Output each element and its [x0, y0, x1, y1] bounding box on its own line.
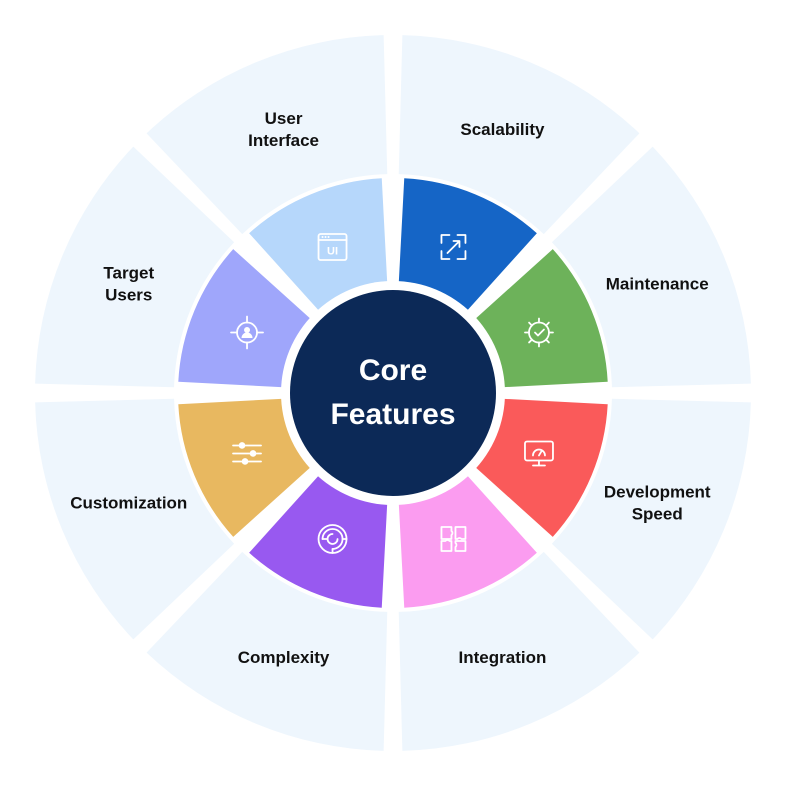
outer-segment-complexity: [146, 551, 388, 751]
maze-icon: [317, 524, 348, 554]
label-target-users-line-1: Target: [103, 264, 154, 283]
gear-check-icon: [524, 317, 554, 348]
outer-segment-maintenance: [551, 146, 751, 388]
center-title-line-2: Features: [330, 398, 455, 431]
label-complexity: Complexity: [238, 648, 330, 667]
label-scalability: Scalability: [460, 120, 545, 139]
target-user-icon: [230, 315, 264, 350]
inner-segment-development-speed: [467, 398, 608, 537]
label-integration: Integration: [459, 648, 547, 667]
puzzle-icon: [440, 526, 467, 552]
inner-segment-integration: [398, 467, 537, 608]
label-customization: Customization: [70, 493, 187, 512]
label-user-interface-line-2: Interface: [248, 131, 319, 150]
inner-segment-target-users: [178, 249, 319, 388]
label-development-speed-line-1: Development: [604, 482, 711, 501]
outer-ring: [35, 35, 751, 751]
label-maintenance: Maintenance: [606, 275, 709, 294]
outer-segment-integration: [398, 551, 640, 751]
outer-segment-customization: [35, 398, 235, 640]
ui-window-icon-text: UI: [327, 246, 338, 258]
sliders-icon: [232, 442, 262, 465]
label-user-interface-line-1: User: [265, 109, 303, 128]
center-hub: [290, 290, 496, 496]
expand-arrow-icon: [440, 234, 467, 260]
outer-segment-user-interface: [146, 35, 388, 235]
outer-segment-scalability: [398, 35, 640, 235]
label-development-speed-line-2: Speed: [632, 504, 683, 523]
inner-segment-maintenance: [467, 249, 608, 388]
inner-segment-customization: [178, 398, 319, 537]
inner-segment-scalability: [398, 178, 537, 319]
feature-labels: ScalabilityMaintenanceDevelopmentSpeedIn…: [70, 109, 711, 667]
label-target-users-line-2: Users: [105, 286, 152, 305]
ui-window-icon: UI: [317, 233, 348, 261]
monitor-speedometer-icon: [524, 440, 554, 467]
outer-segment-target-users: [35, 146, 235, 388]
outer-segment-development-speed: [551, 398, 751, 640]
inner-ring: UI: [178, 178, 608, 608]
center-title-line-1: Core: [359, 354, 427, 387]
